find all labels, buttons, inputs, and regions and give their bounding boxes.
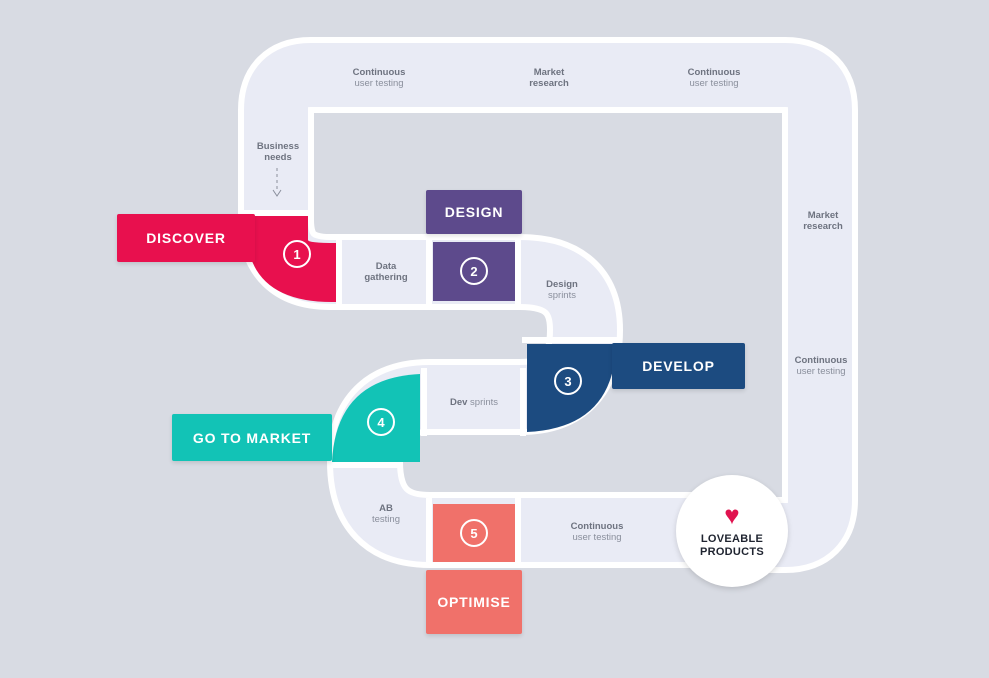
go-to-market-tag: GO TO MARKET — [172, 414, 332, 461]
design-number: 2 — [460, 257, 488, 285]
discover-number: 1 — [283, 240, 311, 268]
develop-number: 3 — [554, 367, 582, 395]
business-needs-arrowhead — [272, 189, 282, 197]
optimise-tag: OPTIMISE — [426, 570, 522, 634]
go-to-market-number: 4 — [367, 408, 395, 436]
loveable-products-badge: ♥ LOVEABLE PRODUCTS — [676, 475, 788, 587]
badge-line-1: LOVEABLE — [700, 533, 764, 545]
heart-icon: ♥ — [724, 500, 740, 530]
badge-line-2: PRODUCTS — [699, 546, 765, 558]
optimise-number: 5 — [460, 519, 488, 547]
dev-sprints-label: Dev sprints — [449, 397, 499, 408]
cell-separators — [240, 210, 622, 566]
outer-loop-track-fill — [244, 43, 852, 567]
design-tag: DESIGN — [426, 190, 522, 234]
develop-tag: DEVELOP — [612, 343, 745, 389]
discover-tag: DISCOVER — [117, 214, 255, 262]
